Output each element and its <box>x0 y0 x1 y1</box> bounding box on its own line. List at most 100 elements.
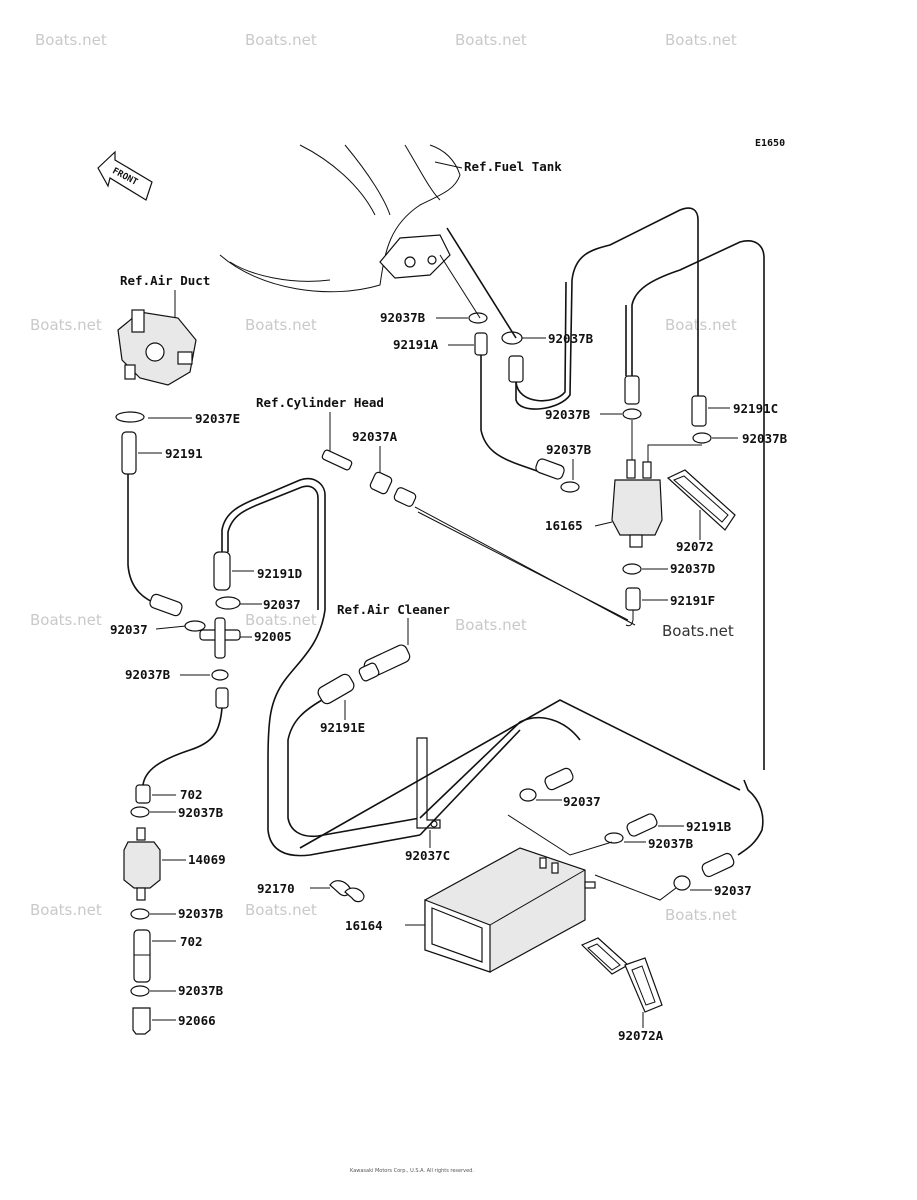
hose-92191 <box>121 431 137 475</box>
part-label-92037-upper: 92037 <box>263 597 301 612</box>
part-label-92037-c: 92037 <box>563 794 601 809</box>
front-arrow-icon: FRONT <box>97 150 153 201</box>
part-label-92037B-c: 92037B <box>545 407 591 422</box>
part-label-92170: 92170 <box>257 881 295 896</box>
hose-segment <box>508 355 524 383</box>
nipple-fitting <box>321 449 353 471</box>
watermark-text: Boats.net <box>30 316 102 334</box>
hose-702-b <box>133 929 151 983</box>
part-label-92037-d: 92037 <box>714 883 752 898</box>
watermark-text: Boats.net <box>245 31 317 49</box>
hose-92191D <box>213 551 231 591</box>
part-label-92037B-i: 92037B <box>178 983 224 998</box>
ref-fuel-tank-label: Ref.Fuel Tank <box>464 159 562 174</box>
clamp-92037B <box>692 432 712 444</box>
watermark-text: Boats.net <box>245 611 317 629</box>
clamp-92037B <box>130 806 150 818</box>
part-label-92191: 92191 <box>165 446 203 461</box>
watermark-text: Boats.net <box>245 316 317 334</box>
watermark-text-dark: Boats.net <box>662 622 734 640</box>
hose-92191F <box>625 587 641 611</box>
clamp-92037B <box>560 481 580 493</box>
part-label-92191B: 92191B <box>686 819 732 834</box>
hose-92191B <box>626 813 658 837</box>
hose-92191C <box>691 395 707 427</box>
part-label-92037C: 92037C <box>405 848 450 863</box>
part-label-92191A: 92191A <box>393 337 439 352</box>
bracket-92072A <box>580 937 663 1013</box>
part-label-92191D: 92191D <box>257 566 302 581</box>
canister-16164 <box>424 847 596 973</box>
part-label-92037B-g: 92037B <box>178 805 224 820</box>
hose-92191A <box>474 332 488 356</box>
part-label-92037D: 92037D <box>670 561 715 576</box>
clamp-92037 <box>215 596 241 610</box>
watermark-text: Boats.net <box>665 906 737 924</box>
watermark-text: Boats.net <box>455 616 527 634</box>
part-label-92037B-d: 92037B <box>742 431 788 446</box>
clamp-92037-d <box>673 875 691 891</box>
part-label-92037B-h: 92037B <box>178 906 224 921</box>
part-label-92037E: 92037E <box>195 411 240 426</box>
fitting-92066 <box>132 1007 151 1035</box>
clamp-92037 <box>519 788 537 802</box>
hose-end <box>535 458 565 480</box>
part-label-92072: 92072 <box>676 539 714 554</box>
watermarks: Boats.net Boats.net Boats.net Boats.net … <box>30 31 737 924</box>
part-label-92037A: 92037A <box>352 429 398 444</box>
part-label-92037B-a: 92037B <box>380 310 426 325</box>
bracket-92072 <box>666 469 736 531</box>
part-label-16165: 16165 <box>545 518 583 533</box>
part-label-16164: 16164 <box>345 918 383 933</box>
copyright-text: Kawasaki Motors Corp., U.S.A. All rights… <box>350 1168 474 1174</box>
ref-air-duct-label: Ref.Air Duct <box>120 273 210 288</box>
part-label-92072A: 92072A <box>618 1028 664 1043</box>
fuel-tank-outline <box>219 144 463 293</box>
part-label-92037B-f: 92037B <box>125 667 171 682</box>
part-label-92037B-e: 92037B <box>546 442 592 457</box>
clamp-92037E <box>115 411 145 423</box>
fuel-cock-valve <box>117 309 197 386</box>
hose-segment <box>624 375 640 405</box>
part-label-92191F: 92191F <box>670 593 715 608</box>
clamp-92037B <box>468 312 488 324</box>
part-label-92066: 92066 <box>178 1013 216 1028</box>
clamp-92037B <box>130 985 150 997</box>
clamp-92037B <box>211 669 229 681</box>
part-label-92037: 92037 <box>110 622 148 637</box>
clamp-92037B <box>130 908 150 920</box>
hose-end <box>544 767 574 791</box>
part-label-702-b: 702 <box>180 934 203 949</box>
part-label-14069: 14069 <box>188 852 226 867</box>
clamp-92037 <box>184 620 206 632</box>
clamp-92037B <box>622 408 642 420</box>
clamp-92037A <box>369 471 393 495</box>
diagram-id: E1650 <box>755 138 785 149</box>
watermark-text: Boats.net <box>30 901 102 919</box>
hose-segment <box>215 687 229 709</box>
hose-end <box>149 593 183 617</box>
hose-short <box>393 487 417 507</box>
watermark-text: Boats.net <box>665 31 737 49</box>
filter-16165 <box>611 459 663 548</box>
watermark-text: Boats.net <box>35 31 107 49</box>
hose-702 <box>135 784 151 804</box>
part-label-92191E: 92191E <box>320 720 365 735</box>
watermark-text: Boats.net <box>455 31 527 49</box>
hose-92191E <box>317 673 355 705</box>
fuel-filter-14069 <box>123 827 161 901</box>
watermark-text: Boats.net <box>245 901 317 919</box>
air-cleaner-fitting <box>358 644 411 682</box>
clamp-92037B <box>501 331 523 345</box>
clamp-92037B <box>604 832 624 844</box>
clamp-92037D <box>622 563 642 575</box>
ref-air-cleaner-label: Ref.Air Cleaner <box>337 602 450 617</box>
watermark-text: Boats.net <box>665 316 737 334</box>
bracket-92037C <box>416 737 441 829</box>
part-label-702-a: 702 <box>180 787 203 802</box>
watermark-text: Boats.net <box>30 611 102 629</box>
part-label-92191C: 92191C <box>733 401 778 416</box>
hose-end <box>701 852 735 878</box>
